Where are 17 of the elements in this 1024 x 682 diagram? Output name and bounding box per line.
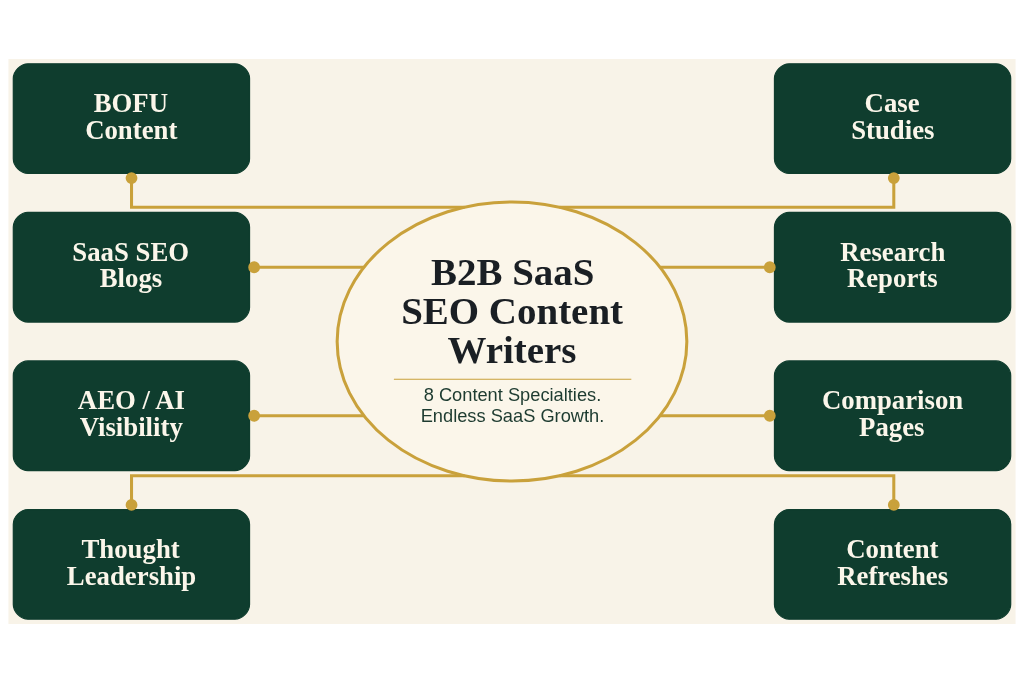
node-box: AEO / AI Visibility bbox=[12, 359, 251, 471]
node-box: Research Reports bbox=[773, 211, 1012, 323]
connector bbox=[660, 409, 776, 422]
connector bbox=[660, 260, 776, 273]
node-box: Thought Leadership bbox=[12, 508, 251, 620]
node-box: Comparison Pages bbox=[773, 359, 1012, 471]
connector bbox=[125, 171, 465, 209]
connector bbox=[125, 473, 465, 511]
node-box: SaaS SEO Blogs bbox=[12, 211, 251, 323]
node-box: Content Refreshes bbox=[773, 508, 1012, 620]
connector bbox=[559, 171, 900, 209]
node-box: BOFU Content bbox=[12, 62, 251, 174]
node-ellipse: B2B SaaS SEO Content Writers 8 Content Specialties. Endless SaaS Growth. bbox=[335, 199, 689, 483]
connector bbox=[248, 409, 364, 422]
node-box: Case Studies bbox=[773, 62, 1012, 174]
connector bbox=[559, 473, 900, 511]
connector bbox=[248, 260, 364, 273]
